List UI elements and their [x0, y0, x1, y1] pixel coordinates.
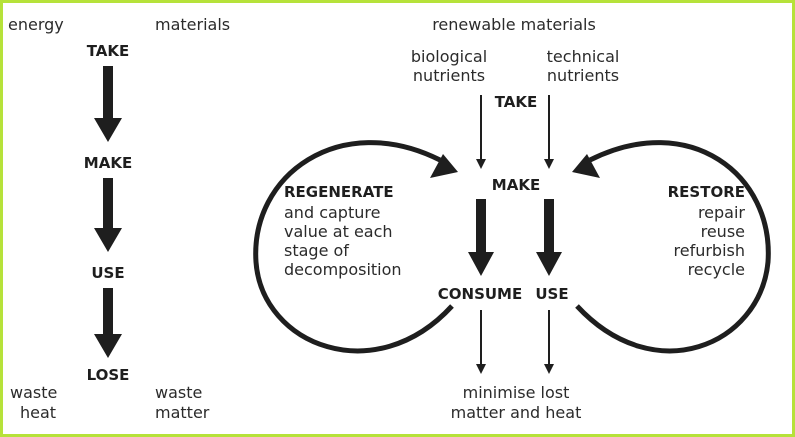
- take-to-make-arrow: [94, 66, 122, 142]
- restore-line2: reuse: [701, 222, 745, 241]
- waste-matter-line2: matter: [155, 403, 210, 422]
- restore-line1: repair: [698, 203, 745, 222]
- regenerate-title: REGENERATE: [284, 183, 394, 201]
- linear-lose-label: LOSE: [87, 366, 130, 384]
- waste-heat-line1: waste: [10, 383, 57, 402]
- make-to-use-arrow: [94, 178, 122, 252]
- regenerate-line1: and capture: [284, 203, 380, 222]
- biological-line2: nutrients: [413, 66, 485, 85]
- restore-loop-arrowhead: [572, 154, 600, 178]
- biological-line1: biological: [411, 47, 487, 66]
- minimise-line1: minimise lost: [463, 383, 570, 402]
- renewable-materials-label: renewable materials: [432, 15, 596, 34]
- restore-title: RESTORE: [668, 183, 745, 201]
- restore-line4: recycle: [688, 260, 745, 279]
- linear-use-label: USE: [91, 264, 124, 282]
- circular-make-label: MAKE: [492, 176, 540, 194]
- regenerate-loop: [253, 140, 454, 354]
- consume-label: CONSUME: [438, 285, 522, 303]
- minimise-line2: matter and heat: [451, 403, 582, 422]
- circular-use-label: USE: [535, 285, 568, 303]
- circular-take-label: TAKE: [495, 93, 538, 111]
- regenerate-loop-arrowhead: [430, 154, 458, 178]
- energy-label: energy: [8, 15, 64, 34]
- restore-line3: refurbish: [674, 241, 746, 260]
- use-to-lose-arrow: [94, 288, 122, 358]
- restore-loop: [575, 140, 771, 354]
- make-to-use-circular-arrow: [536, 199, 562, 276]
- regenerate-line4: decomposition: [284, 260, 402, 279]
- technical-line1: technical: [547, 47, 620, 66]
- regenerate-line2: value at each: [284, 222, 393, 241]
- technical-line2: nutrients: [547, 66, 619, 85]
- regenerate-line3: stage of: [284, 241, 349, 260]
- waste-heat-line2: heat: [20, 403, 56, 422]
- materials-label: materials: [155, 15, 230, 34]
- linear-take-label: TAKE: [87, 42, 130, 60]
- linear-make-label: MAKE: [84, 154, 132, 172]
- make-to-consume-arrow: [468, 199, 494, 276]
- waste-matter-line1: waste: [155, 383, 202, 402]
